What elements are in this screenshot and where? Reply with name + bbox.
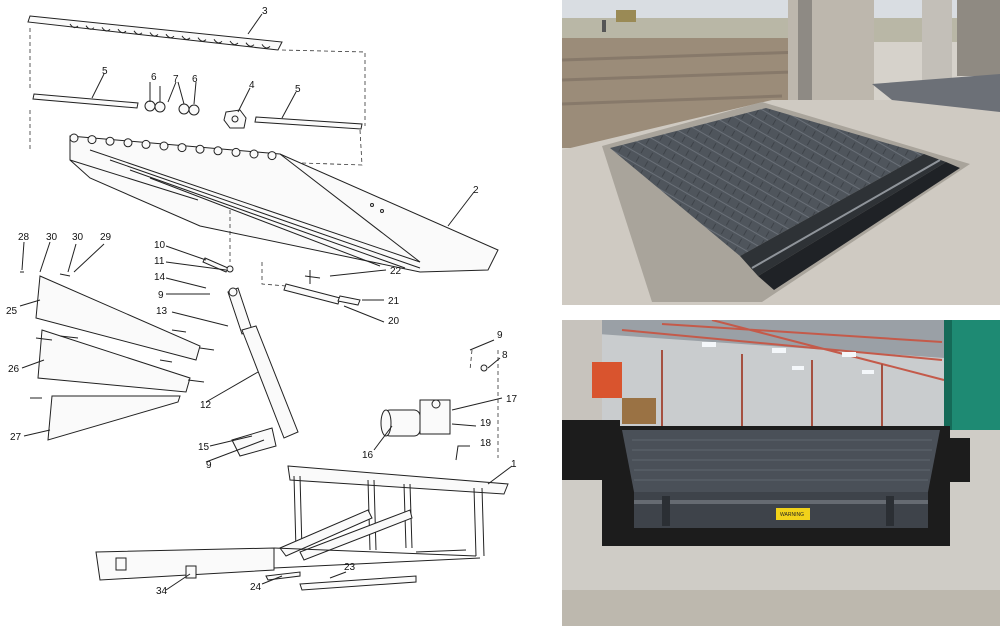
part-10-pin bbox=[202, 257, 229, 273]
callout-5a: 5 bbox=[102, 66, 108, 77]
callout-11: 11 bbox=[154, 256, 165, 267]
warning-label bbox=[776, 508, 810, 520]
callout-22: 22 bbox=[390, 266, 402, 277]
callout-9a: 9 bbox=[497, 330, 503, 341]
callout-1: 1 bbox=[511, 459, 517, 470]
part-4-bracket bbox=[223, 109, 247, 129]
callout-18: 18 bbox=[480, 438, 492, 449]
part-24-pin bbox=[265, 571, 301, 581]
photo-leveler-in-floor bbox=[562, 0, 1000, 305]
callout-4: 4 bbox=[249, 80, 255, 91]
callout-25: 25 bbox=[6, 306, 18, 317]
deck-hinge-knuckle bbox=[213, 146, 223, 156]
callout-7: 7 bbox=[173, 74, 179, 85]
callout-29: 29 bbox=[100, 232, 112, 243]
callout-6a: 6 bbox=[151, 72, 157, 83]
callout-2: 2 bbox=[473, 185, 479, 196]
callout-6b: 6 bbox=[192, 74, 198, 85]
part-25-toe-guard bbox=[35, 275, 201, 361]
hinge-knuckle bbox=[133, 30, 143, 35]
exploded-parts-diagram: 1 2 3 4 5 5 6 7 6 8 9 9 9 9 10 11 12 13 … bbox=[6, 6, 518, 597]
hinge-knuckle bbox=[117, 28, 127, 34]
hinge-knuckle bbox=[69, 23, 79, 29]
deck-hinge-knuckle bbox=[141, 139, 151, 149]
callout-34: 34 bbox=[156, 586, 168, 597]
hinge-knuckle bbox=[261, 44, 271, 49]
part-8-ring bbox=[480, 364, 488, 372]
photo-leveler-at-door: WARNING bbox=[562, 320, 1000, 626]
callout-28: 28 bbox=[18, 232, 30, 243]
deck-hinge-knuckle bbox=[249, 149, 259, 159]
hinge-knuckle bbox=[181, 35, 191, 40]
part-16-power-unit bbox=[380, 399, 451, 437]
worker bbox=[602, 20, 606, 32]
part-5-hinge-pins bbox=[32, 93, 363, 130]
bumper-right bbox=[940, 438, 970, 482]
part-20-lip-cylinder bbox=[283, 270, 361, 306]
callout-17: 17 bbox=[506, 394, 518, 405]
part-2-deck-platform bbox=[69, 133, 499, 273]
deck-hinge-knuckle bbox=[87, 135, 97, 145]
callout-21: 21 bbox=[388, 296, 400, 307]
callout-24: 24 bbox=[250, 582, 262, 593]
warning-label-text: WARNING bbox=[780, 512, 804, 518]
hinge-knuckle bbox=[149, 32, 159, 37]
concrete-column-right bbox=[922, 0, 952, 80]
deck-hinge-knuckle bbox=[231, 147, 241, 157]
ground bbox=[562, 590, 1000, 626]
deck-hinge-knuckle bbox=[195, 144, 205, 154]
hinge-knuckle bbox=[213, 39, 223, 44]
part-11-clip bbox=[226, 265, 234, 273]
callout-23: 23 bbox=[344, 562, 356, 573]
hinge-knuckle bbox=[245, 42, 255, 47]
part-3-lip-hinge bbox=[27, 15, 283, 51]
part-6-7-washers bbox=[144, 100, 200, 116]
callout-20: 20 bbox=[388, 316, 400, 327]
sky bbox=[562, 0, 1000, 22]
callout-16: 16 bbox=[362, 450, 374, 461]
callout-10: 10 bbox=[154, 240, 166, 251]
bumper-left bbox=[562, 420, 620, 480]
callout-15: 15 bbox=[198, 442, 210, 453]
part-1-base-frame bbox=[95, 465, 509, 581]
hinge-knuckle bbox=[101, 27, 111, 32]
part-27-toe-guard bbox=[47, 395, 181, 441]
leveler-lip-plate bbox=[622, 430, 940, 492]
deck-hinge-knuckle bbox=[159, 141, 169, 151]
callout-3: 3 bbox=[262, 6, 268, 17]
deck-hinge-knuckle bbox=[105, 136, 115, 146]
leader-lines bbox=[19, 13, 513, 591]
bolts bbox=[20, 271, 215, 399]
part-12-main-cylinder bbox=[227, 287, 299, 439]
part-23-rod bbox=[299, 575, 417, 591]
callout-30b: 30 bbox=[72, 232, 84, 243]
callout-13: 13 bbox=[156, 306, 168, 317]
orange-equipment bbox=[592, 362, 622, 398]
hinge-knuckle bbox=[197, 37, 207, 42]
hinge-knuckle bbox=[229, 40, 239, 46]
cable-reel bbox=[622, 398, 656, 424]
hinge-knuckle bbox=[85, 25, 95, 30]
callout-9b: 9 bbox=[158, 290, 164, 301]
callout-labels: 1 2 3 4 5 5 6 7 6 8 9 9 9 9 10 11 12 13 … bbox=[6, 6, 518, 597]
callout-12: 12 bbox=[200, 400, 212, 411]
leveler-deck-plate bbox=[610, 108, 924, 256]
callout-9c: 9 bbox=[206, 460, 212, 471]
callout-26: 26 bbox=[8, 364, 20, 375]
callout-8: 8 bbox=[502, 350, 508, 361]
deck-hinge-knuckle bbox=[69, 133, 79, 143]
callout-14: 14 bbox=[154, 272, 166, 283]
door-frame-green bbox=[944, 320, 1000, 450]
callout-19: 19 bbox=[480, 418, 492, 429]
callout-27: 27 bbox=[10, 432, 22, 443]
hinge-knuckle bbox=[165, 33, 175, 39]
callout-5b: 5 bbox=[295, 84, 301, 95]
deck-hinge-knuckle bbox=[177, 143, 187, 153]
deck-hinge-knuckle bbox=[267, 151, 277, 161]
callout-30a: 30 bbox=[46, 232, 58, 243]
excavator bbox=[616, 10, 636, 22]
deck-hinge-knuckle bbox=[123, 138, 133, 148]
adjacent-leveler bbox=[872, 74, 1000, 112]
part-15-bracket bbox=[231, 427, 277, 457]
